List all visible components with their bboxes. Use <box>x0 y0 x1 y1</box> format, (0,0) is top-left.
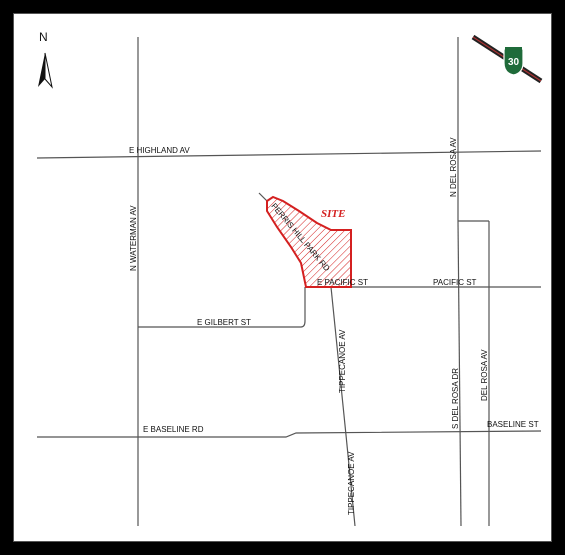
road-baseline <box>37 430 542 438</box>
road-highland <box>36 150 542 159</box>
road-s-del-rosa <box>457 220 462 527</box>
label-pacific-e: E PACIFIC ST <box>317 278 368 287</box>
highway-shield-icon: 30 <box>503 47 524 76</box>
road-tippecanoe-s <box>345 434 356 527</box>
north-label: N <box>39 30 48 44</box>
road-tippecanoe <box>330 286 347 436</box>
label-s-del-rosa: S DEL ROSA DR <box>451 368 460 429</box>
site-label: SITE <box>321 208 345 220</box>
road-perris-hill-stub <box>258 192 268 202</box>
label-del-rosa: DEL ROSA AV <box>480 349 489 401</box>
highway-number: 30 <box>508 57 520 68</box>
site-parcel <box>266 195 352 288</box>
label-pacific: PACIFIC ST <box>433 278 477 287</box>
label-gilbert: E GILBERT ST <box>197 318 251 327</box>
label-highland: E HIGHLAND AV <box>129 146 190 155</box>
label-tippecanoe-1: TIPPECANOE AV <box>338 329 347 393</box>
label-waterman: N WATERMAN AV <box>129 205 138 271</box>
label-baseline: BASELINE ST <box>487 420 539 429</box>
label-baseline-e: E BASELINE RD <box>143 425 204 434</box>
street-map: SITE N 30 E HIGHLAND AV N WATERMAN AV N … <box>36 30 543 527</box>
north-arrow-icon: N <box>38 30 53 89</box>
label-del-rosa-n: N DEL ROSA AV <box>449 137 458 197</box>
label-tippecanoe-2: TIPPECANOE AV <box>347 451 356 515</box>
map-canvas: SITE N 30 E HIGHLAND AV N WATERMAN AV N … <box>13 13 552 542</box>
road-gilbert <box>138 287 306 328</box>
